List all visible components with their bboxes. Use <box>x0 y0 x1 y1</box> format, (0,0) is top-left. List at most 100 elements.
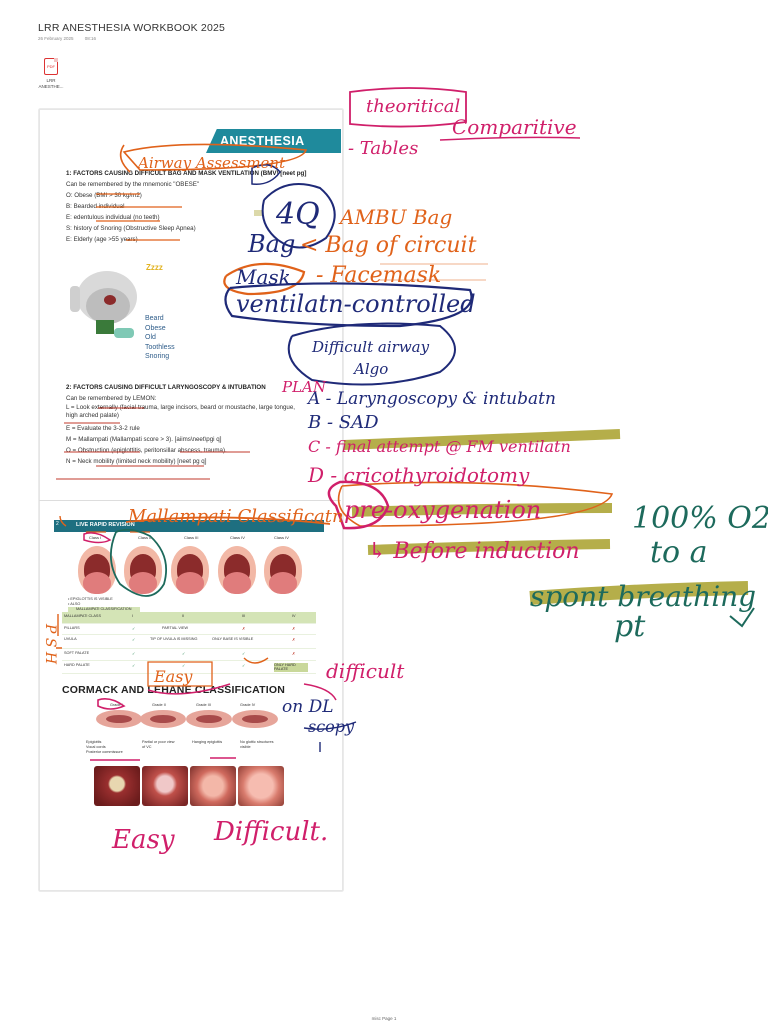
section1-item: E: edentulous individual (no teeth) <box>66 214 160 221</box>
section1-heading: 1: FACTORS CAUSING DIFFICULT BAG AND MAS… <box>66 170 307 177</box>
page-meta: 26 February 2025 08:16 <box>38 36 106 41</box>
bullet-item: MALLAMPATI CLASSIFICATION <box>68 607 140 612</box>
anesthesia-banner: ANESTHESIA <box>206 129 341 153</box>
laryngoscopy-photo <box>190 766 236 806</box>
pdf-icon: PDF <box>44 58 58 75</box>
table-cell: HARD PALATE <box>64 662 90 667</box>
pdf-attachment[interactable]: PDF LRR ANESTHE... <box>36 58 66 90</box>
annotation-preoxygenation: pre-oxygenation <box>344 496 541 524</box>
banner-text: ANESTHESIA <box>220 134 305 148</box>
cormack-title: CORMACK AND LEHANE CLASSIFICATION <box>62 684 286 696</box>
ventilation-outline <box>224 282 473 328</box>
revision-banner: LIVE RAPID REVISION <box>54 520 324 532</box>
table-header-row: MALLAMPATI CLASS I II III IV <box>62 612 316 624</box>
cormack-grade-label: Grade II <box>152 703 166 707</box>
annotation-spont-breathing: spont breathing <box>530 580 756 613</box>
table-cell: ✓ <box>182 652 186 656</box>
lemon-item: O = Obstruction (epiglottitis, peritonsi… <box>66 447 227 454</box>
revision-banner-text: LIVE RAPID REVISION <box>76 522 135 528</box>
annotation-facemask: - Facemask <box>316 263 441 288</box>
highlighter-stroke <box>254 210 262 216</box>
preoxygenation-outline <box>337 481 614 527</box>
ink-stroke <box>147 683 231 695</box>
section1-item: B: Bearded individual <box>66 203 125 210</box>
annotation-before-induction: ↳ Before induction <box>368 539 580 564</box>
obese-mnemonic-list: Beard Obese Old Toothless Snoring <box>145 314 175 362</box>
annotation-4q: 4Q <box>275 197 320 232</box>
attachment-label-line1: LRR <box>46 78 56 83</box>
mallampati-bullets: • EPIGLOTTIS IS VISIBLE • ALSO MALLAMPAT… <box>68 597 140 612</box>
ink-underline <box>303 721 357 730</box>
annotation-pt: pt <box>614 609 646 644</box>
attachment-label-line2: ANESTHE... <box>38 84 64 89</box>
mallampati-mouth-image <box>264 546 302 594</box>
mnemonic-letter: Obese <box>145 324 166 332</box>
section2: 2: FACTORS CAUSING DIFFICULT LARYNGOSCOP… <box>66 382 304 467</box>
class2-circle <box>110 528 168 597</box>
page-date: 26 February 2025 <box>38 36 74 41</box>
pre-circle <box>327 480 390 530</box>
attachment-label: LRR ANESTHE... <box>36 78 66 90</box>
table-header-cell: III <box>242 614 246 618</box>
section1: 1: FACTORS CAUSING DIFFICULT BAG AND MAS… <box>66 168 336 245</box>
mallampati-mouth-image <box>171 546 209 594</box>
annotation-o2: 100% O2 <box>632 501 768 536</box>
annotation-difficult-1: difficult <box>326 659 405 683</box>
cormack-glottis-image <box>140 710 186 728</box>
ink-underline <box>439 136 581 141</box>
ink-underline <box>56 407 250 480</box>
annotation-plan-b: B - SAD <box>307 412 379 433</box>
ink-underline <box>90 757 236 761</box>
mallampati-class-label: Class IV <box>274 535 289 540</box>
grade1-circle <box>97 698 126 710</box>
mallampati-table: MALLAMPATI CLASS I II III IV PILLARS ✓ P… <box>62 612 316 674</box>
section2-heading: 2: FACTORS CAUSING DIFFICULT LARYNGOSCOP… <box>66 384 266 391</box>
table-cell: PARTIAL VIEW <box>162 625 189 630</box>
ink-bracket <box>119 144 131 173</box>
table-cell: ✓ <box>242 663 246 668</box>
annotation-ambu-bag: AMBU Bag <box>338 205 452 229</box>
annotation-easy-1: Easy <box>153 667 193 686</box>
highlighter-stroke <box>367 539 611 555</box>
table-row: UVULA ✓ TIP OF UVULA IS MISSING ONLY BAS… <box>62 635 316 649</box>
table-cell: ✗ <box>292 652 296 656</box>
annotation-plan-c: C - final attempt @ FM ventilatn <box>308 437 571 456</box>
obese-circle <box>251 164 281 185</box>
laryngoscopy-photo <box>94 766 140 806</box>
snore-text: Zzzz <box>146 263 163 272</box>
revision-page-number: 2 <box>56 521 59 527</box>
section2-intro: Can be remembered by LEMON: <box>66 395 157 402</box>
table-row: SOFT PALATE ✓ ✓ ✓ ✗ <box>62 649 316 661</box>
table-cell: ✓ <box>132 638 136 642</box>
mallampati-mouth-image <box>218 546 256 594</box>
section1-item: E: Elderly (age >55 years) <box>66 236 138 243</box>
ink-stroke <box>729 607 755 628</box>
page-title: LRR ANESTHESIA WORKBOOK 2025 <box>38 22 226 34</box>
cormack-desc-line: Epiglottis <box>86 740 102 744</box>
cormack-grade-label: Grade III <box>196 703 211 707</box>
mnemonic-letter: Toothless <box>145 343 175 351</box>
table-header-cell: II <box>182 614 185 618</box>
highlighter-stroke <box>343 429 621 450</box>
ink-stroke <box>59 515 67 527</box>
mallampati-underline <box>125 516 331 525</box>
annotation-plan-a: A - Laryngoscopy & intubatn <box>306 389 556 409</box>
annotation-psh: P S H <box>42 623 58 665</box>
mallampati-class-label: Class II <box>138 535 152 540</box>
page-time: 08:16 <box>84 36 97 41</box>
ink-stroke <box>243 657 269 664</box>
annotation-ventilation: ventilatn-controlled <box>236 290 476 318</box>
annotation-mask: Mask <box>235 265 291 289</box>
table-cell: ✓ <box>242 652 246 656</box>
mallampati-mouth-image <box>78 546 116 594</box>
laryngoscopy-photo <box>238 766 284 806</box>
lemon-item: M = Mallampati (Mallampati score > 3). [… <box>66 436 222 443</box>
cormack-desc-line: Posterior commissure <box>86 749 123 754</box>
cormack-grade-label: Grade I <box>110 703 123 707</box>
table-cell: UVULA <box>64 637 77 641</box>
cormack-desc: Hanging epiglottis <box>192 740 223 744</box>
lemon-item: E = Evaluate the 3-3-2 rule <box>66 425 140 432</box>
ink-underline <box>96 193 182 241</box>
table-cell: SOFT PALATE <box>64 651 90 655</box>
